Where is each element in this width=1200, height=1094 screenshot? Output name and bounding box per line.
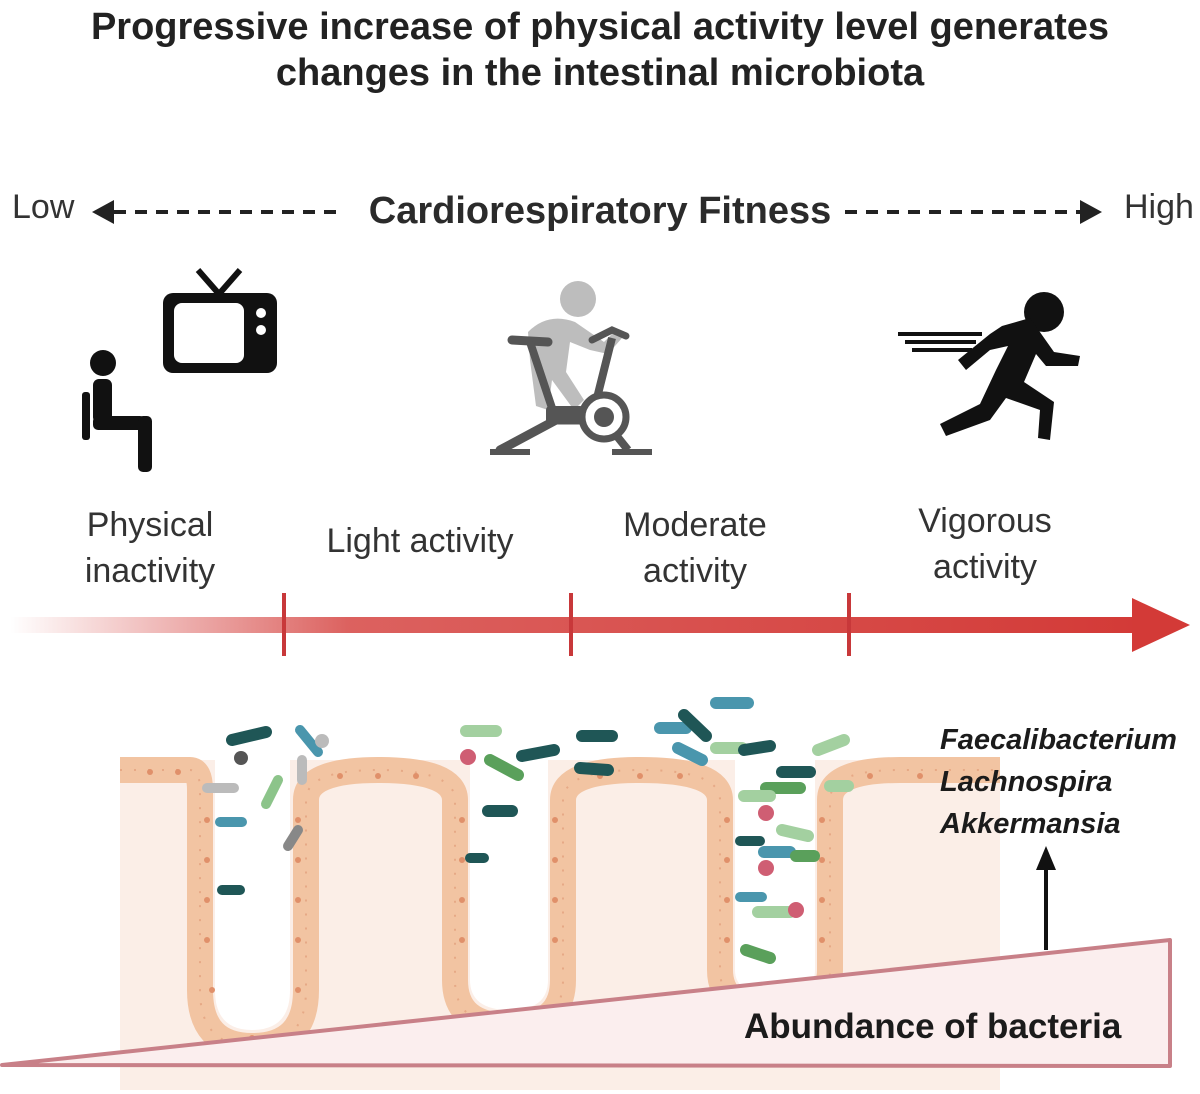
- bacterium: [283, 825, 303, 851]
- running-person-icon: [898, 292, 1080, 440]
- bacterium: [574, 762, 614, 776]
- category-vigorous-activity: Vigorous activity: [870, 498, 1100, 590]
- activity-arrow: [10, 593, 1190, 656]
- person-sitting-icon: [82, 350, 152, 472]
- bacterium: [234, 751, 248, 765]
- bacterium: [460, 749, 476, 765]
- genus-faecalibacterium: Faecalibacterium: [940, 724, 1177, 756]
- bacterium: [812, 734, 850, 756]
- increase-arrow: [1036, 846, 1056, 950]
- genus-akkermansia: Akkermansia: [940, 808, 1121, 840]
- bacterium: [758, 860, 774, 876]
- fitness-low-label: Low: [12, 188, 75, 226]
- bacterium: [484, 754, 524, 781]
- category-line-1: Moderate: [623, 506, 767, 544]
- bacterium: [738, 740, 776, 756]
- bacterium: [678, 709, 712, 742]
- bacterium: [740, 944, 776, 964]
- bacterium: [226, 726, 272, 746]
- fitness-scale-title: Cardiorespiratory Fitness: [368, 190, 832, 232]
- category-line-2: activity: [933, 548, 1037, 586]
- abundance-wedge: [0, 938, 1172, 1068]
- bacteria: [202, 697, 854, 964]
- figure-title: Progressive increase of physical activit…: [0, 4, 1200, 96]
- tv-icon: [163, 268, 277, 373]
- category-line-1: Light activity: [326, 522, 514, 560]
- bacterium: [776, 824, 814, 842]
- category-line-1: Physical: [86, 506, 214, 544]
- stationary-bike-icon: [490, 281, 652, 455]
- category-light-activity: Light activity: [290, 518, 550, 564]
- bacterium: [758, 805, 774, 821]
- category-line-2: activity: [643, 552, 747, 590]
- bacterium: [788, 902, 804, 918]
- bacterium: [672, 742, 708, 766]
- category-moderate-activity: Moderate activity: [580, 502, 810, 594]
- fitness-high-label: High: [1124, 188, 1194, 226]
- fitness-arrow: [92, 200, 1102, 224]
- abundance-label: Abundance of bacteria: [744, 1007, 1122, 1046]
- bacterium: [295, 725, 323, 757]
- bacterium: [516, 744, 560, 762]
- category-line-1: Vigorous: [918, 502, 1052, 540]
- genus-lachnospira: Lachnospira: [940, 766, 1113, 798]
- bacterium: [261, 775, 283, 809]
- bacterium: [315, 734, 329, 748]
- title-line-2: changes in the intestinal microbiota: [275, 52, 925, 94]
- title-line-1: Progressive increase of physical activit…: [90, 6, 1110, 48]
- category-physical-inactivity: Physical inactivity: [40, 502, 260, 594]
- category-line-2: inactivity: [84, 552, 216, 590]
